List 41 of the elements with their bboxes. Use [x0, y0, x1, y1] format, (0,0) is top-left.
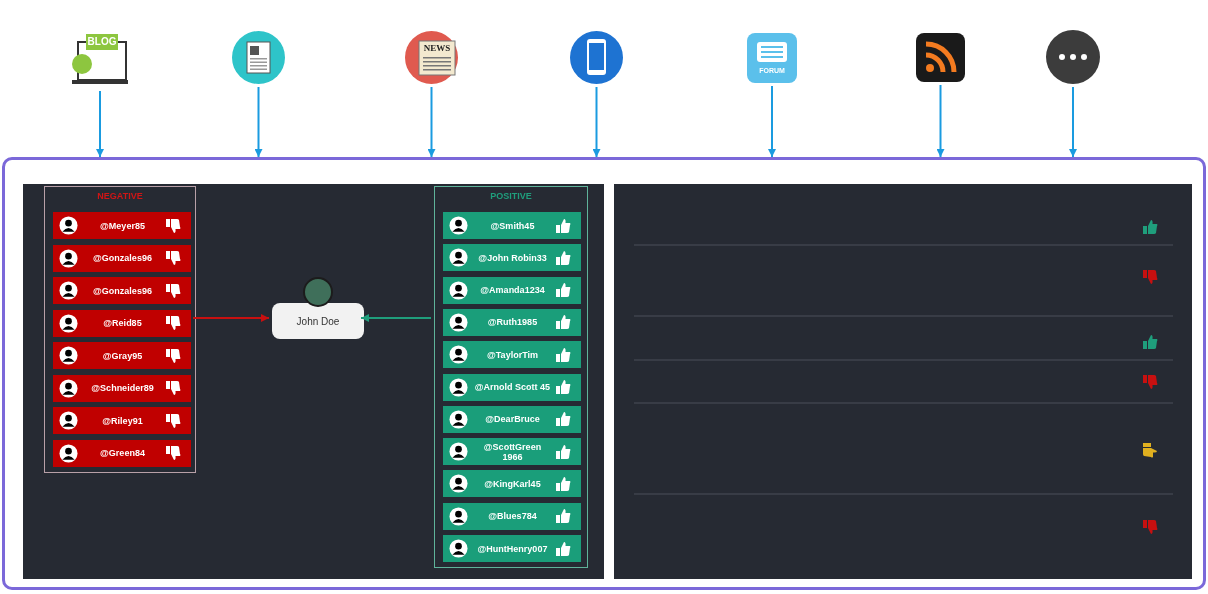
arrow [192, 314, 270, 322]
list-heading: NEGATIVE [96, 191, 144, 201]
negative-user-card: @Green84 [53, 439, 191, 467]
more-icon [1046, 30, 1100, 84]
smartphone-icon [570, 31, 623, 84]
user-list-frame [44, 186, 196, 473]
arrow [936, 84, 945, 158]
negative-user-card: @Schneider89 [53, 374, 191, 402]
positive-user-card: @Smith45 [443, 212, 581, 239]
positive-user-card: @John Robin33 [443, 244, 581, 272]
dashboard-panel [23, 184, 604, 579]
arrow [360, 314, 432, 322]
panel-frame [2, 157, 1206, 590]
results-panel [614, 184, 1192, 579]
positive-user-card: @KingKarl45 [443, 470, 581, 498]
profile-card: John Doe [272, 303, 364, 339]
user-list-frame [434, 186, 588, 568]
positive-user-card: @Arnold Scott 45 [443, 373, 581, 401]
positive-user-card: @DearBruce [443, 405, 581, 433]
negative-user-card: @Gonzales96 [53, 244, 191, 272]
positive-user-card: @HuntHenry007 [443, 535, 581, 562]
negative-user-card: @Gray95 [53, 342, 191, 369]
positive-user-card: @ScottGreen 1966 [443, 438, 581, 466]
arrow [592, 86, 601, 158]
negative-user-card: @Riley91 [53, 407, 191, 434]
rss-icon [916, 33, 965, 82]
arrow [96, 90, 104, 158]
arrow [427, 86, 436, 158]
negative-user-card: @Gonzales96 [53, 277, 191, 304]
positive-user-card: @TaylorTim [443, 341, 581, 369]
list-heading: POSITIVE [489, 191, 533, 201]
arrow [768, 85, 776, 158]
article-icon [232, 31, 285, 84]
arrow [254, 86, 263, 158]
positive-user-card: @Blues784 [443, 502, 581, 530]
arrow [1069, 86, 1077, 158]
positive-user-card: @Amanda1234 [443, 276, 581, 304]
positive-user-card: @Ruth1985 [443, 308, 581, 336]
negative-user-card: @Meyer85 [53, 212, 191, 239]
negative-user-card: @Reid85 [53, 309, 191, 337]
newspaper-icon: NEWS [405, 31, 458, 84]
